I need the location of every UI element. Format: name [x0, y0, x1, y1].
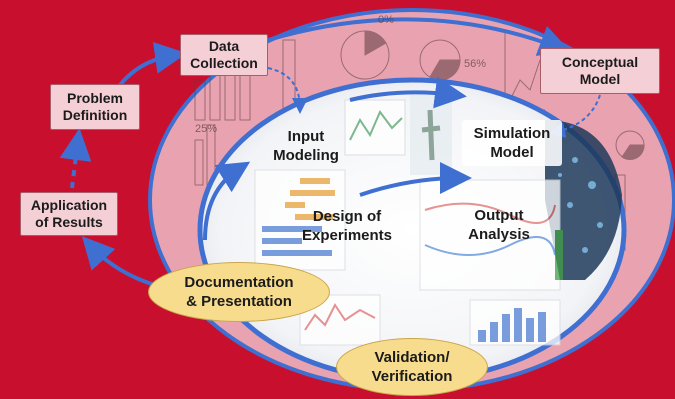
- step-data-collection: Data Collection: [180, 34, 268, 76]
- network-image: [545, 120, 622, 280]
- arrow-conceptual-to-simulation: [549, 94, 601, 138]
- step-validation-verification: Validation/ Verification: [336, 338, 488, 396]
- step-problem-definition: Problem Definition: [50, 84, 140, 130]
- pie-label-0pct: 0%: [378, 14, 394, 26]
- step-design-of-experiments: Design of Experiments: [301, 208, 393, 244]
- arrow-data-to-input: [267, 67, 308, 114]
- arrow-input-to-simulation: [349, 76, 467, 109]
- arrow-problem-to-data: [118, 41, 187, 87]
- step-input-modeling: Input Modeling: [273, 128, 339, 164]
- step-application-of-results: Application of Results: [20, 192, 118, 236]
- step-simulation-model: Simulation Model: [462, 120, 562, 166]
- bar-label-25pct: 25%: [195, 123, 218, 135]
- arrow-to-conceptual: [267, 17, 572, 56]
- arrow-application-to-problem: [59, 128, 92, 189]
- step-conceptual-model: Conceptual Model: [540, 48, 660, 94]
- arrow-inner-loop-left: [203, 161, 251, 241]
- step-output-analysis: Output Analysis: [468, 207, 530, 243]
- step-documentation-presentation: Documentation & Presentation: [148, 262, 330, 322]
- arrow-design-to-output: [359, 162, 472, 197]
- pie-label-56pct: 56%: [464, 58, 487, 70]
